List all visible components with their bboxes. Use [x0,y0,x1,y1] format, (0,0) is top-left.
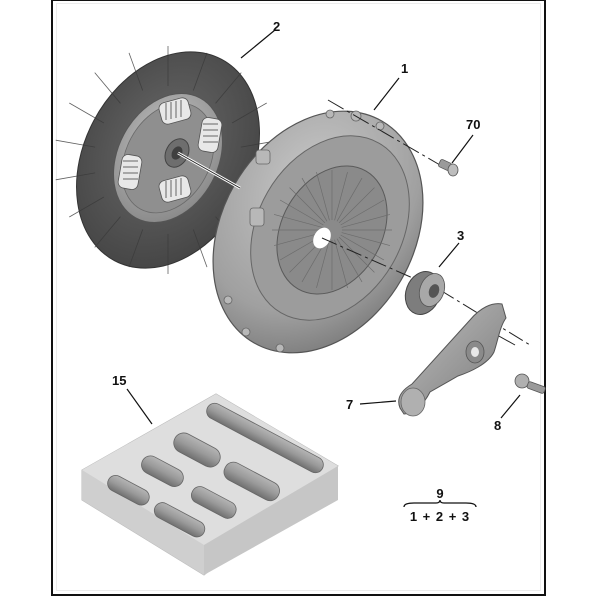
bolt [438,159,459,177]
kit-composition: 9 1 + 2 + 3 [400,486,480,524]
tool-cylinders [107,402,324,538]
callout-70: 70 [466,117,481,132]
release-fork [398,303,507,417]
frame-inner-border [56,3,541,591]
pivot-ball-stud [514,373,546,394]
callout-3: 3 [457,228,465,243]
callout-7: 7 [346,397,354,412]
leader-lines [126,29,521,425]
assembly-axis-lines [177,99,531,346]
kit-composition-formula: 1 + 2 + 3 [409,509,471,524]
clutch-disc [55,46,281,274]
callout-8: 8 [494,418,502,433]
callout-15: 15 [112,373,127,388]
kit-label: 9 [436,486,444,501]
brace-icon [403,500,477,508]
callout-2: 2 [273,19,281,34]
release-bearing [404,271,446,315]
pressure-plate [212,109,424,354]
callout-1: 1 [401,61,409,76]
tool-kit-box [81,393,339,576]
